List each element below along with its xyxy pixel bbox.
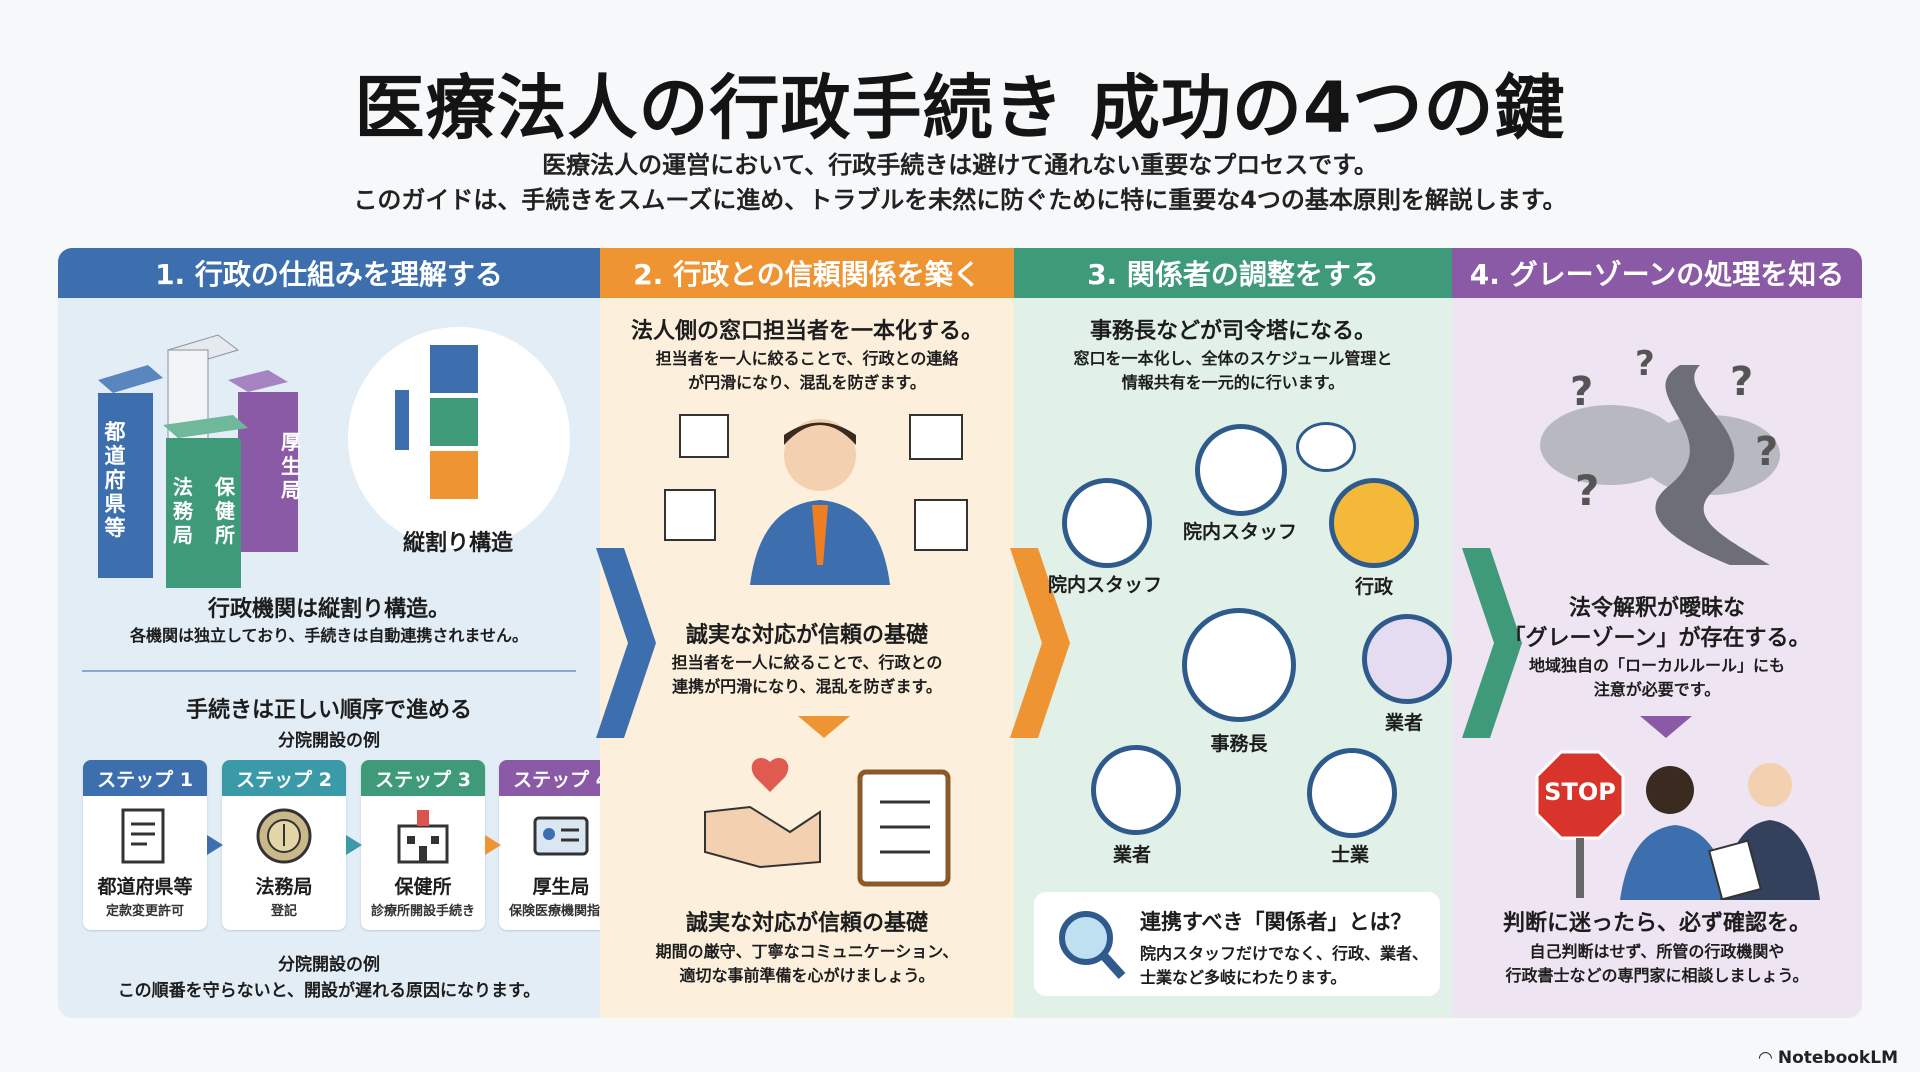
panel-1-divider [82,670,576,672]
panel-1-heading-2: 手続きは正しい順序で進める [185,698,472,723]
info-box-heading: 連携すべき「関係者」とは？ [1140,910,1412,934]
contact-person-illustration [664,414,968,585]
magnifier-icon [1059,911,1126,980]
step-2-desc: 登記 [270,904,297,919]
panel-2-desc2-2: 連携が円滑になり、混乱を防ぎます。 [672,677,942,696]
panel-4-desc-2: 注意が必要です。 [1593,680,1721,699]
government-building-icon [1329,478,1419,568]
step-1-name: 都道府県等 [97,876,193,898]
step-4-desc: 保険医療機関指定 [508,904,613,919]
stop-sign-icon [1535,750,1625,898]
panel-1-desc: 各機関は独立しており、手続きは自動連携されません。 [130,626,528,645]
seal-icon [256,808,312,864]
nurse-avatar [1195,424,1287,516]
step-2-header: ステップ 2 [222,760,346,796]
panel-2-desc-1: 担当者を一人に絞ることで、行政との連絡 [655,349,959,368]
panel-3-desc-1: 窓口を一本化し、全体のスケジュール管理と [1073,349,1393,368]
step-card-3: ステップ 3 保健所 診療所開設手続き [361,760,485,930]
step-3-header: ステップ 3 [361,760,485,796]
professional-avatar [1307,748,1397,838]
panel-4-desc2-2: 行政書士などの専門家に相談しましょう。 [1505,966,1809,985]
panel-3-heading: 事務長などが司令塔になる。 [1089,319,1376,344]
step-card-1: ステップ 1 都道府県等 定款変更許可 [83,760,207,930]
panel-3-header: 3. 関係者の調整をする [1014,248,1452,298]
svg-text:?: ? [1570,369,1593,415]
panel-3-desc-2: 情報共有を一元的に行います。 [1121,373,1345,392]
building-label-welfare-bureau: 厚生局 [281,430,301,502]
government-buildings-illustration [98,334,298,588]
chat-bubble-icon [1296,422,1356,472]
brand-text: NotebookLM [1777,1048,1898,1068]
flow-arrow-icon [596,548,656,738]
panel-1-caption: 分院開設の例 [278,731,380,751]
panel-4-desc-1: 地域独自の「ローカルルール」にも [1528,656,1785,675]
svg-text:?: ? [1755,429,1778,475]
foggy-road-icon: ? ? ? ? ? [1540,344,1780,565]
page-title: 医療法人の行政手続き 成功の4つの鍵 [354,67,1566,149]
node-label-vendor-2: 業者 [1112,844,1151,866]
panel-2-heading: 法人側の窓口担当者を一本化する。 [630,319,983,344]
silo-label: 縦割り構造 [402,531,513,556]
notebooklm-icon: ◠ [1758,1048,1778,1068]
node-label-vendor-1: 業者 [1384,712,1423,734]
building-label-prefecture: 都道府県等 [104,420,126,540]
panel-2-desc3-2: 適切な事前準備を心がけましょう。 [679,966,935,985]
id-card-icon [533,816,589,856]
truck-icon [1091,745,1181,835]
step-card-2: ステップ 2 法務局 登記 [222,760,346,930]
building-label-legal-affairs: 法務局 [173,475,193,547]
panel-2-desc2-1: 担当者を一人に絞ることで、行政との [671,653,943,672]
panel-1-footer-1: 分院開設の例 [278,955,380,975]
flow-arrow-icon [1010,548,1070,738]
panel-2-desc-2: が円滑になり、混乱を防ぎます。 [688,373,926,392]
step-3-name: 保健所 [394,876,452,898]
panel-4-heading-2: 「グレーゾーン」が存在する。 [1503,626,1811,651]
consultation-illustration [1620,763,1820,900]
panel-4-heading-1: 法令解釈が曖昧な [1568,596,1745,621]
panel-2-heading-3: 誠実な対応が信頼の基礎 [685,911,928,936]
step-arrow-icon [346,835,362,855]
step-arrow-icon [207,835,223,855]
stop-sign-text: STOP [1544,778,1616,806]
step-4-name: 厚生局 [532,876,590,898]
panel-1-heading: 行政機関は縦割り構造。 [207,597,450,622]
handshake-checklist-icon [704,757,951,887]
panel-2-heading-2: 誠実な対応が信頼の基礎 [685,623,928,648]
clinic-icon [397,810,449,864]
panel-2-desc3-1: 期間の厳守、丁寧なコミュニケーション、 [655,942,959,961]
building-label-health-center: 保健所 [215,475,235,547]
node-label-staff-2: 院内スタッフ [1182,521,1297,543]
panel-2-header: 2. 行政との信頼関係を築く [600,248,1014,298]
info-box-desc-2: 士業など多岐にわたります。 [1140,968,1347,987]
stacked-blocks-icon [395,345,478,499]
medical-staff-avatar [1062,478,1152,568]
document-icon [121,808,165,864]
step-2-name: 法務局 [255,876,313,898]
info-box-desc-1: 院内スタッフだけでなく、行政、業者、 [1140,944,1429,963]
svg-text:?: ? [1575,466,1599,515]
step-arrow-icon [485,835,501,855]
subtitle-line-2: このガイドは、手続きをスムーズに進め、トラブルを未然に防ぐために特に重要な4つの… [353,186,1567,214]
panel-4-heading-3: 判断に迷ったら、必ず確認を。 [1502,911,1811,936]
svg-text:?: ? [1635,344,1655,384]
node-label-professional: 士業 [1330,844,1369,866]
step-1-header: ステップ 1 [83,760,207,796]
panel-4-desc2-1: 自己判断はせず、所管の行政機関や [1529,942,1785,961]
svg-text:?: ? [1730,359,1753,405]
node-label-office-manager: 事務長 [1210,733,1268,755]
node-label-staff-1: 院内スタッフ [1047,574,1162,596]
office-manager-avatar [1182,608,1296,722]
step-1-desc: 定款変更許可 [105,904,184,919]
panel-1-header: 1. 行政の仕組みを理解する [58,248,600,298]
down-arrow-icon [1640,716,1692,738]
flow-arrow-icon [1462,548,1522,738]
hospital-vendor-icon [1362,614,1452,704]
brand-label: ◠ NotebookLM [1759,1048,1898,1068]
down-arrow-icon [798,716,850,738]
subtitle-line-1: 医療法人の運営において、行政手続きは避けて通れない重要なプロセスです。 [542,151,1378,179]
step-3-desc: 診療所開設手続き [370,904,475,919]
panel-1-footer-2: この順番を守らないと、開設が遅れる原因になります。 [117,981,541,1001]
node-label-government: 行政 [1354,576,1393,598]
panel-4-header: 4. グレーゾーンの処理を知る [1452,248,1862,298]
